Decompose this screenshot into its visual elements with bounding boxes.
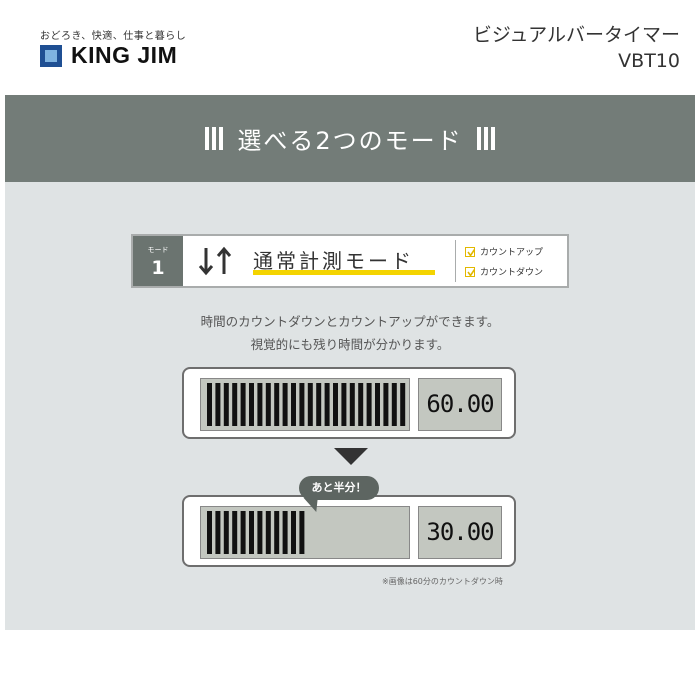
bar-segment: [383, 383, 389, 426]
bar-segment: [316, 383, 322, 426]
bar-segment: [257, 511, 263, 554]
mode-badge-label: モード: [147, 246, 169, 254]
brand-name: KING JIM: [71, 42, 178, 68]
bar-segment: [215, 511, 221, 554]
bar-segment: [282, 511, 288, 554]
bar-segment: [299, 383, 305, 426]
bar-segment: [249, 383, 254, 426]
bar-segment: [299, 511, 305, 554]
bar-segment: [274, 383, 280, 426]
bar-segment: [341, 383, 347, 426]
timer-half: 30.00: [182, 495, 516, 567]
product-title: ビジュアルバータイマー: [472, 24, 680, 46]
bar-segment: [307, 383, 313, 426]
mode-underline: [253, 270, 435, 275]
timer-full: 60.00: [182, 367, 516, 439]
brand-logo[interactable]: KING JIM: [40, 42, 177, 69]
bar-segment: [391, 383, 397, 426]
bar-segment: [223, 383, 229, 426]
bar-segment: [232, 511, 238, 554]
bar-segment: [282, 383, 288, 426]
bar-segments: [207, 383, 406, 426]
lcd-bar-display: [200, 378, 410, 431]
bar-segment: [215, 383, 221, 426]
bar-segments: [207, 511, 305, 554]
description-line-2: 視覚的にも残り時間が分かります。: [250, 337, 450, 352]
divider: [455, 240, 456, 282]
down-arrow-icon: [334, 448, 368, 465]
description-line-1: 時間のカウントダウンとカウントアップができます。: [200, 314, 500, 329]
bar-segment: [265, 383, 271, 426]
lcd-bar-display: [200, 506, 410, 559]
mode-box: モード 1 通常計測モード カウントアップ カウントダウン: [131, 234, 569, 288]
bar-segment: [207, 511, 212, 554]
bar-segment: [207, 383, 212, 426]
bar-segment: [274, 511, 280, 554]
checkmark-icon: [465, 266, 476, 277]
lcd-time-display: 60.00: [418, 378, 502, 431]
option-label: カウントダウン: [480, 268, 544, 278]
bar-segment: [257, 383, 263, 426]
bar-segment: [375, 383, 380, 426]
bar-segment: [223, 511, 229, 554]
mode-badge: モード 1: [133, 236, 183, 286]
content-panel: モード 1 通常計測モード カウントアップ カウントダウン 時間のカウントダウン…: [5, 182, 695, 630]
option-count-up: カウントアップ: [465, 245, 543, 258]
bar-segment: [291, 511, 296, 554]
checkmark-icon: [465, 246, 476, 257]
bar-segment: [240, 383, 246, 426]
banner-title: 選べる2つのモード: [237, 127, 463, 155]
bar-segment: [358, 383, 364, 426]
bar-segment: [366, 383, 372, 426]
bar-segment: [240, 511, 246, 554]
mode-badge-number: 1: [151, 257, 165, 279]
bars-icon: [205, 127, 224, 150]
banner: 選べる2つのモード: [5, 95, 695, 182]
mode-name: 通常計測モード: [253, 249, 414, 273]
bar-segment: [400, 383, 406, 426]
bars-icon: [476, 127, 495, 150]
bar-segment: [265, 511, 271, 554]
brand-square-icon: [40, 44, 62, 67]
bar-segment: [291, 383, 296, 426]
bar-segment: [333, 383, 338, 426]
option-count-down: カウントダウン: [465, 265, 543, 278]
bar-segment: [249, 511, 254, 554]
footnote: ※画像は60分のカウントダウン時: [382, 577, 503, 586]
speech-bubble: あと半分！: [299, 476, 379, 500]
bar-segment: [324, 383, 330, 426]
product-model: VBT10: [618, 50, 680, 72]
lcd-time-display: 30.00: [418, 506, 502, 559]
brand-tagline: おどろき、快適、仕事と暮らし: [40, 31, 187, 42]
up-down-arrows-icon: [198, 246, 232, 276]
option-label: カウントアップ: [480, 248, 544, 258]
bar-segment: [232, 383, 238, 426]
bar-segment: [349, 383, 355, 426]
